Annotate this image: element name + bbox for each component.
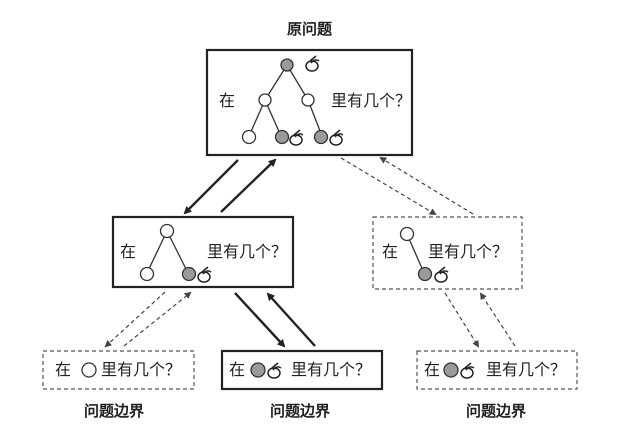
solid-arrow-down xyxy=(234,292,286,348)
bottom-left-suffix: 里有几个？ xyxy=(101,360,182,379)
bottom-left-box xyxy=(42,350,195,390)
filled-node-icon xyxy=(443,362,459,378)
filled-node-icon xyxy=(313,129,329,145)
mid-left-box xyxy=(111,215,295,289)
bottom-middle-prefix: 在 xyxy=(229,360,246,379)
mid-right-box xyxy=(372,216,523,290)
mid-left-tree xyxy=(139,223,212,283)
bottom-right-suffix: 里有几个？ xyxy=(486,360,567,379)
filled-node-icon xyxy=(417,266,433,282)
apple-icon xyxy=(460,362,475,379)
top-caption: 原问题 xyxy=(287,20,333,38)
filled-node-icon xyxy=(274,129,290,145)
mid-left-suffix: 里有几个？ xyxy=(207,242,288,261)
dashed-arrow-down xyxy=(340,157,437,216)
apple-icon xyxy=(289,129,304,146)
bottom-right-caption: 问题边界 xyxy=(466,402,527,420)
mid-right-prefix: 在 xyxy=(382,242,399,261)
filled-node-icon xyxy=(181,266,197,282)
dashed-arrow-up xyxy=(479,292,516,347)
empty-node-icon xyxy=(241,129,257,145)
top-box-prefix: 在 xyxy=(219,91,236,110)
apple-icon xyxy=(434,266,449,283)
bottom-middle-box xyxy=(220,349,384,391)
bottom-right-box xyxy=(416,350,578,390)
empty-node-icon xyxy=(81,362,97,378)
mid-left-prefix: 在 xyxy=(120,242,137,261)
dashed-arrow-down xyxy=(104,291,166,348)
empty-node-icon xyxy=(258,93,272,107)
apple-icon xyxy=(329,129,344,146)
top-tree xyxy=(241,55,344,146)
empty-node-icon xyxy=(139,266,155,282)
apple-icon xyxy=(267,362,282,379)
solid-arrow-down xyxy=(183,159,239,215)
apple-icon xyxy=(305,55,320,72)
mid-right-suffix: 里有几个？ xyxy=(428,242,509,261)
solid-arrow-up xyxy=(266,292,316,347)
top-problem-box xyxy=(205,48,414,157)
empty-node-icon xyxy=(159,223,175,239)
dashed-arrow-up xyxy=(123,291,192,347)
bottom-middle-caption: 问题边界 xyxy=(270,402,331,420)
filled-node-icon xyxy=(280,58,294,72)
solid-arrow-up xyxy=(220,158,277,213)
mid-right-tree xyxy=(399,226,449,283)
empty-node-icon xyxy=(399,226,415,242)
filled-node-icon xyxy=(250,362,266,378)
bottom-left-prefix: 在 xyxy=(55,360,72,379)
bottom-left-caption: 问题边界 xyxy=(84,402,145,420)
bottom-right-prefix: 在 xyxy=(424,360,441,379)
apple-icon xyxy=(197,266,212,283)
bottom-middle-suffix: 里有几个？ xyxy=(291,360,372,379)
dashed-arrow-up xyxy=(379,156,474,215)
empty-node-icon xyxy=(301,93,315,107)
dashed-arrow-down xyxy=(444,292,480,348)
top-box-suffix: 里有几个？ xyxy=(331,91,412,110)
